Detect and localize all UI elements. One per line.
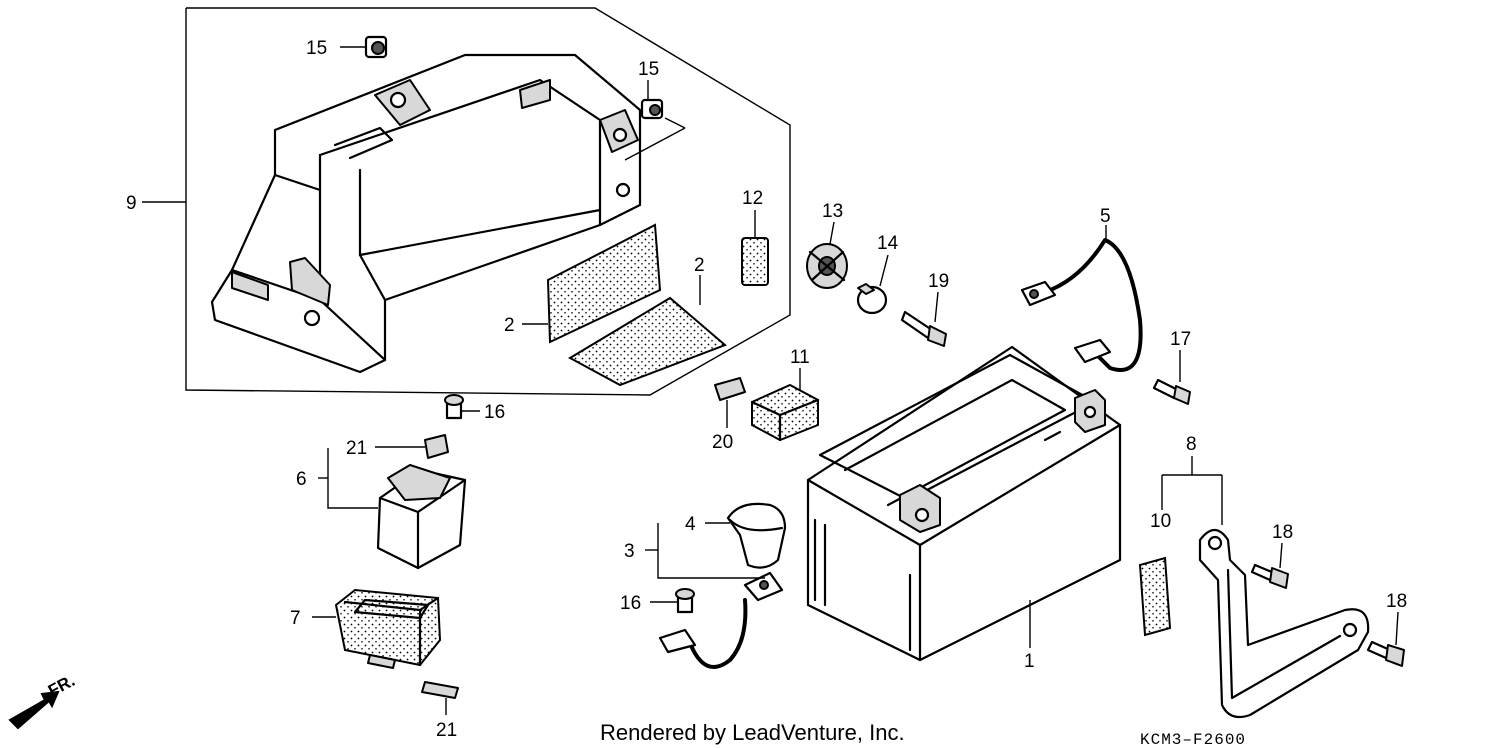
leader-13 xyxy=(829,221,835,245)
grommet-13 xyxy=(806,243,848,289)
callout-2b: 2 xyxy=(694,255,705,276)
fuse-21b xyxy=(421,681,459,699)
callout-18b: 18 xyxy=(1386,591,1407,612)
callout-17: 17 xyxy=(1170,329,1191,350)
bolt-17 xyxy=(1152,378,1191,405)
callout-21b: 21 xyxy=(436,720,457,741)
leader-6-bracket xyxy=(327,448,378,509)
nut-15b xyxy=(640,98,664,120)
callout-13: 13 xyxy=(822,201,843,222)
leader-18a xyxy=(1279,542,1283,569)
pad-12 xyxy=(741,237,769,286)
fuse-20 xyxy=(714,377,746,401)
nut-15a xyxy=(364,35,388,59)
callout-19: 19 xyxy=(928,271,949,292)
callout-15b: 15 xyxy=(638,59,659,80)
foam-pad-2a xyxy=(546,223,662,344)
battery-cable-5 xyxy=(1020,238,1143,372)
callout-2a: 2 xyxy=(504,315,515,336)
callout-7: 7 xyxy=(290,608,301,629)
callout-10: 10 xyxy=(1150,511,1171,532)
callout-8: 8 xyxy=(1186,434,1197,455)
bolt-19 xyxy=(900,310,947,347)
callout-1: 1 xyxy=(1024,651,1035,672)
collar-14 xyxy=(856,283,888,315)
front-direction-arrow xyxy=(8,690,60,730)
bolt-18b xyxy=(1366,640,1405,667)
callout-21a: 21 xyxy=(346,438,367,459)
callout-4: 4 xyxy=(685,514,696,535)
callout-9: 9 xyxy=(126,193,137,214)
leader-15b-3 xyxy=(624,127,686,161)
battery xyxy=(806,345,1122,662)
render-credit: Rendered by LeadVenture, Inc. xyxy=(600,720,905,745)
foam-pad-2b xyxy=(567,296,727,387)
pad-10 xyxy=(1138,556,1172,637)
callout-5: 5 xyxy=(1100,206,1111,227)
leader-19 xyxy=(934,291,939,323)
callout-18a: 18 xyxy=(1272,522,1293,543)
leader-15b-2 xyxy=(664,117,686,129)
battery-box-group-outline xyxy=(185,7,791,396)
bolt-16a xyxy=(444,394,464,420)
starter-relay-6 xyxy=(376,464,467,570)
fuse-case-11 xyxy=(750,383,820,442)
battery-cable-3 xyxy=(658,571,784,669)
fuse-21a xyxy=(424,434,449,459)
callout-3: 3 xyxy=(624,541,635,562)
terminal-cap-4 xyxy=(726,502,787,569)
callout-16a: 16 xyxy=(484,402,505,423)
diagram-code: KCM3–F2600 xyxy=(1140,731,1246,749)
battery-holder-band xyxy=(1198,528,1370,719)
callout-6: 6 xyxy=(296,469,307,490)
callout-12: 12 xyxy=(742,188,763,209)
callout-11: 11 xyxy=(790,347,810,368)
callout-15a: 15 xyxy=(306,38,327,59)
callout-20: 20 xyxy=(712,432,733,453)
callout-16b: 16 xyxy=(620,593,641,614)
callout-14: 14 xyxy=(877,233,899,254)
bolt-16b xyxy=(675,588,695,614)
bolt-18a xyxy=(1250,563,1289,589)
leader-14 xyxy=(879,254,889,287)
battery-box xyxy=(210,53,642,374)
leader-18b xyxy=(1395,611,1399,646)
relay-case-7 xyxy=(334,588,442,669)
leader-3-bracket xyxy=(657,523,765,579)
